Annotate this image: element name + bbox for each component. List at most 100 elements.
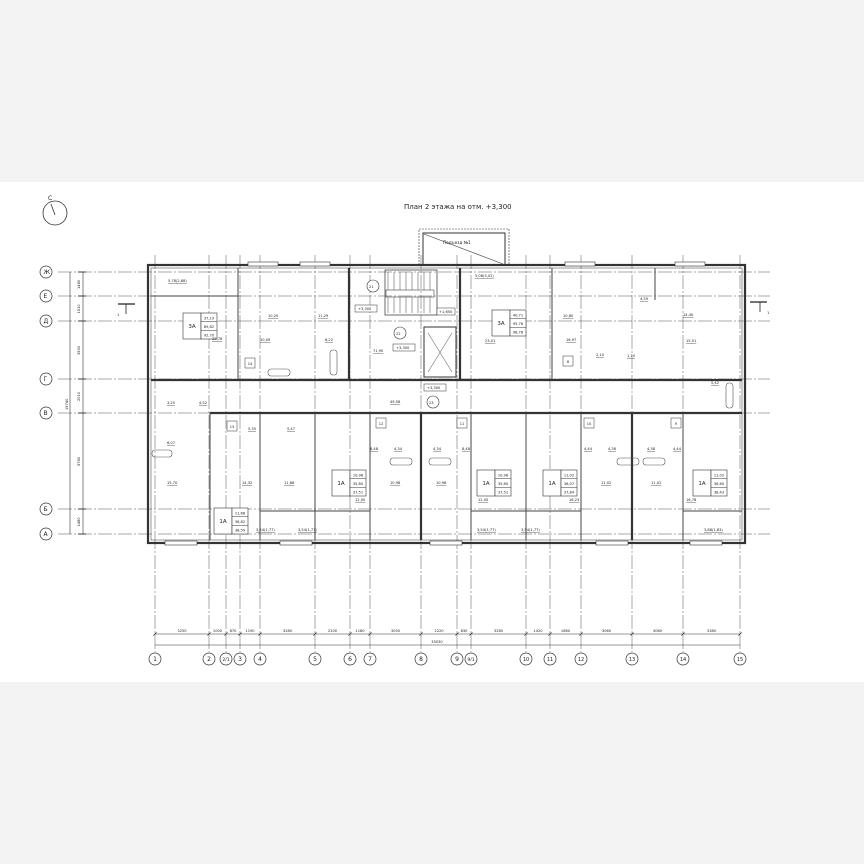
svg-text:22: 22	[396, 332, 401, 336]
row-dimension: 1480	[77, 279, 81, 289]
column-dimension: 2100	[328, 629, 338, 633]
room-area-label: 22,78	[212, 337, 223, 341]
column-axis-label: 13	[629, 657, 635, 663]
row-dimension: 1510	[77, 304, 81, 314]
building-walls	[146, 261, 747, 546]
row-axis-label: В	[44, 410, 48, 417]
room-area-label: 16,78	[686, 498, 697, 502]
svg-text:21: 21	[369, 285, 374, 289]
room-area-label: 10,20	[268, 314, 279, 318]
room-area-label: 5,78(2,88)	[168, 279, 187, 283]
room-area-label: 3,54(1,77)	[477, 528, 496, 532]
room-area-label: 12,00	[355, 498, 366, 502]
node-markers: 21 22 23	[366, 279, 440, 409]
column-axis-label: 7	[368, 656, 372, 663]
svg-text:+3,300: +3,300	[427, 386, 441, 390]
column-dimension: 3050	[391, 629, 401, 633]
room-area-label: 12,00	[478, 498, 489, 502]
column-axis-label: 3	[238, 656, 242, 663]
column-dimension: 1180	[355, 629, 365, 633]
room-area-label: 6,07	[167, 441, 175, 445]
living-area: 11,68	[235, 512, 246, 516]
total-area: 37,51	[498, 491, 508, 495]
column-dimension: 3380	[707, 629, 717, 633]
room-number: 11	[460, 422, 465, 426]
column-axis-label: 12	[578, 657, 584, 663]
room-area-label: 5,47	[287, 427, 295, 431]
room-area-label: 5,08(3,02)	[475, 274, 494, 278]
column-dimension: 870	[230, 629, 238, 633]
column-axis-label: 9	[455, 656, 459, 663]
column-dimension: 1190	[245, 629, 255, 633]
room-area-label: 11,02	[651, 481, 661, 485]
column-axis-label: 9/1	[467, 657, 474, 663]
room-area-label: 3,54(1,77)	[521, 528, 540, 532]
column-dimension: 1420	[533, 629, 543, 633]
room-area-label: 14,32	[242, 481, 252, 485]
bottom-margin	[0, 682, 864, 864]
top-margin	[0, 0, 864, 182]
staircase	[385, 272, 435, 313]
svg-text:1: 1	[767, 311, 769, 315]
living-area: 10,98	[353, 474, 364, 478]
living-area: 37,19	[204, 317, 215, 321]
room-area-label: 4,34	[433, 447, 442, 451]
section-mark-right: 1	[750, 301, 769, 315]
living-area: 10,98	[498, 474, 509, 478]
room-number: 12	[379, 422, 384, 426]
row-axis-label: А	[44, 531, 49, 538]
room-area-label: 3,25	[167, 401, 175, 405]
column-axis-label: 2	[207, 656, 211, 663]
living-area: 11,02	[714, 474, 724, 478]
total-area: 37,84	[564, 491, 575, 495]
row-axis-label: Г	[44, 376, 48, 383]
room-area-label: 4,38	[608, 447, 617, 451]
room-area-label: 14,40	[683, 313, 694, 317]
apartment-area: 35,80	[353, 482, 364, 486]
column-dimension: 830	[461, 629, 469, 633]
room-area-label: 4,38	[647, 447, 656, 451]
room-area-label: 1,70	[627, 354, 636, 358]
column-axis-label: 15	[737, 657, 743, 663]
row-dimension: 2010	[77, 391, 81, 401]
row-axis-label: Б	[44, 506, 48, 513]
apartment-type: 3А	[497, 321, 504, 327]
apartment-type: 1А	[548, 481, 555, 487]
room-area-label: 8,48	[462, 447, 471, 451]
room-area-label: 2,10	[596, 353, 605, 357]
column-dimension: 3280	[283, 629, 293, 633]
svg-text:+3,300: +3,300	[358, 307, 372, 311]
room-area-label: 10,09	[260, 338, 271, 342]
north-arrow-icon: С	[42, 195, 68, 226]
living-area: 11,02	[564, 474, 574, 478]
room-area-label: 8,48	[370, 447, 379, 451]
column-axis-label: 14	[680, 657, 686, 663]
room-area-label: 6,22	[325, 338, 333, 342]
room-area-label: 4,52	[199, 401, 207, 405]
apartment-area: 36,60	[714, 482, 725, 486]
room-number: 10	[587, 422, 592, 426]
room-area-label: 5,35	[248, 427, 256, 431]
column-axis-label: 2/1	[222, 657, 229, 663]
row-dimension: 1480	[77, 517, 81, 527]
row-axis-label: Ж	[44, 269, 51, 276]
column-axis-label: 10	[523, 657, 529, 663]
entrance-porch: Подъезд №1	[418, 228, 510, 266]
room-area-label: 23,01	[485, 339, 495, 343]
room-area-label: 5,42	[711, 381, 719, 385]
room-area-label: 4,34	[394, 447, 403, 451]
apartment-type: 1А	[219, 519, 226, 525]
row-axis-label: Д	[44, 318, 49, 325]
total-area: 37,51	[353, 491, 363, 495]
svg-text:1: 1	[117, 313, 119, 317]
